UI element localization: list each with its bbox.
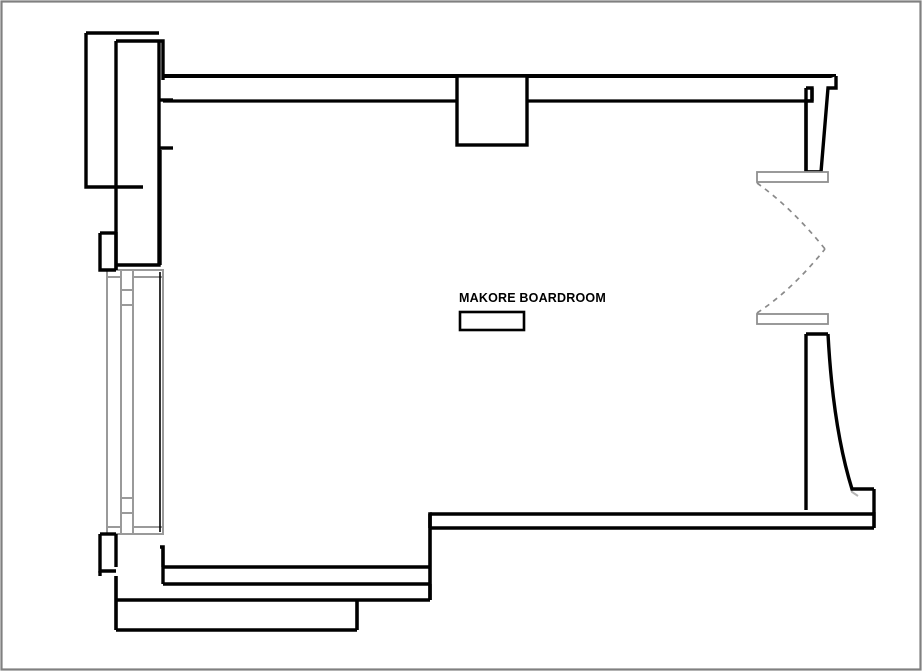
door-swing-arc-upper: [756, 182, 826, 250]
door-swing-arcs: [756, 182, 826, 314]
left-wall-assembly: [84, 31, 173, 576]
door-swing-arc-lower: [756, 248, 826, 314]
structural-column: [455, 74, 529, 147]
left-pier-outline: [114, 148, 161, 270]
bottom-wall-band: [161, 567, 432, 600]
curtain-wall-glazing: [106, 269, 164, 535]
door-leaf-lower[interactable]: [756, 313, 829, 325]
bottom-wall: [114, 512, 874, 632]
door-leaf-upper[interactable]: [756, 171, 829, 183]
room-tag-box: [458, 310, 526, 332]
room-label: MAKORE BOARDROOM: [459, 291, 606, 305]
bottom-right-step: [428, 512, 876, 530]
right-wall-lower-buttress: [804, 332, 876, 512]
